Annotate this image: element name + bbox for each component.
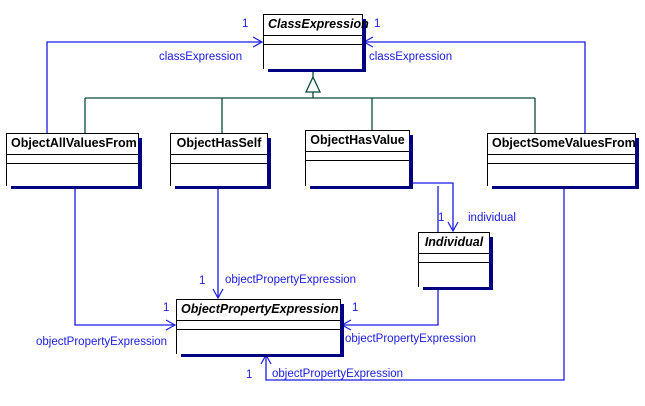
edge-all-values-ope	[74, 186, 174, 325]
role-label-ope-left: objectPropertyExpression	[36, 336, 168, 348]
role-label-ope-right: objectPropertyExpression	[345, 333, 477, 345]
edge-some-values-class-expression	[365, 42, 586, 133]
edge-some-values-ope	[266, 186, 565, 381]
attributes-compartment	[419, 253, 489, 263]
attributes-compartment	[171, 154, 267, 164]
generalization-tree	[84, 69, 536, 133]
multiplicity-ope-right: 1	[352, 302, 359, 314]
multiplicity-individual: 1	[438, 212, 445, 224]
edge-has-value-individual	[410, 182, 453, 230]
operations-compartment	[306, 160, 409, 186]
operations-compartment	[171, 163, 267, 186]
multiplicity-class-expression-right: 1	[374, 18, 381, 30]
operations-compartment	[264, 44, 362, 69]
multiplicity-ope-top: 1	[199, 275, 206, 287]
class-name-individual: Individual	[419, 233, 489, 254]
association-edges	[46, 42, 586, 381]
role-label-individual: individual	[468, 212, 516, 224]
multiplicity-ope-left: 1	[163, 302, 170, 314]
edge-all-values-class-expression	[46, 42, 261, 133]
role-label-ope-bottom: objectPropertyExpression	[272, 368, 404, 380]
class-box-object-property-expression[interactable]: ObjectPropertyExpression	[176, 299, 344, 357]
role-label-class-expression-left: classExpression	[159, 51, 243, 63]
class-box-object-all-values-from[interactable]: ObjectAllValuesFrom	[6, 133, 142, 189]
class-box-object-has-self[interactable]: ObjectHasSelf	[170, 133, 271, 189]
class-name-object-property-expression: ObjectPropertyExpression	[177, 300, 340, 321]
operations-compartment	[488, 163, 635, 186]
operations-compartment	[177, 329, 340, 354]
class-name-object-some-values-from: ObjectSomeValuesFrom	[488, 134, 636, 155]
class-box-object-some-values-from[interactable]: ObjectSomeValuesFrom	[487, 133, 639, 189]
class-box-individual[interactable]: Individual	[418, 232, 493, 290]
role-label-class-expression-right: classExpression	[369, 51, 453, 63]
class-box-object-has-value[interactable]: ObjectHasValue	[305, 130, 413, 189]
class-name-object-has-value: ObjectHasValue	[306, 131, 409, 152]
class-box-class-expression[interactable]: ClassExpression	[263, 14, 369, 72]
class-name-class-expression: ClassExpression	[264, 15, 369, 36]
multiplicity-class-expression-left: 1	[242, 18, 249, 30]
attributes-compartment	[177, 320, 340, 330]
multiplicity-ope-bottom: 1	[246, 369, 253, 381]
class-name-object-has-self: ObjectHasSelf	[171, 134, 267, 155]
attributes-compartment	[7, 154, 138, 164]
operations-compartment	[419, 262, 489, 287]
attributes-compartment	[488, 154, 635, 164]
attributes-compartment	[306, 151, 409, 161]
operations-compartment	[7, 163, 138, 186]
role-label-ope-top: objectPropertyExpression	[225, 274, 357, 286]
attributes-compartment	[264, 35, 362, 45]
class-name-object-all-values-from: ObjectAllValuesFrom	[7, 134, 138, 155]
